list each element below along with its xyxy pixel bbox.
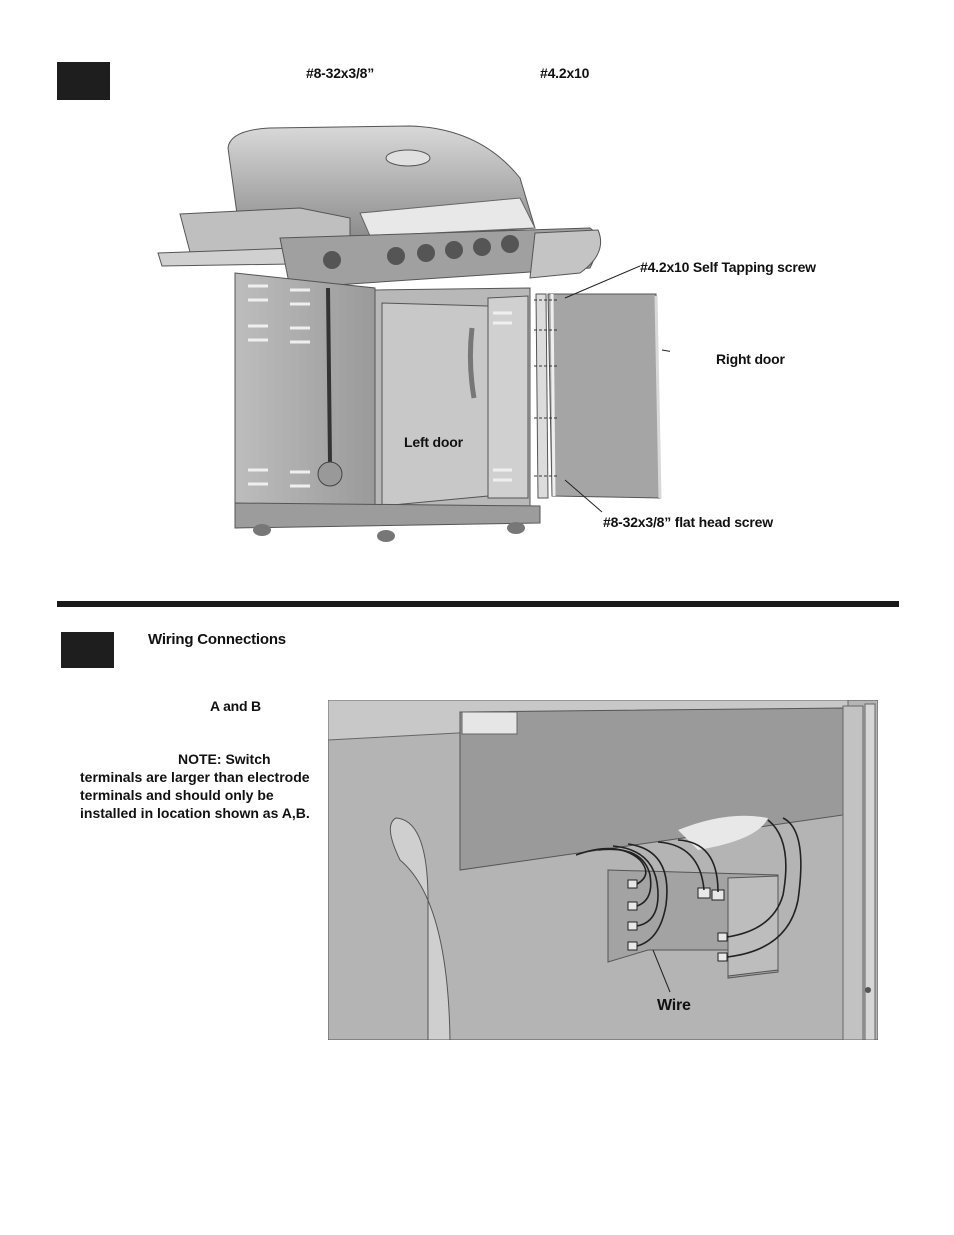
note-lead: NOTE: Switch [178,751,271,767]
label-a-and-b: A and B [210,698,261,714]
callout-flat-head-screw: #8-32x3/8” flat head screw [603,514,773,530]
step-2-title: Wiring Connections [148,631,286,648]
callout-right-door: Right door [716,351,785,367]
callout-self-tapping-screw: #4.2x10 Self Tapping screw [640,259,816,275]
hardware-label-b: #4.2x10 [540,65,590,81]
wiring-note: NOTE: Switch terminals are larger than e… [80,750,320,822]
step-2-marker [61,632,114,668]
grill-illustration [157,125,670,542]
note-rest: terminals are larger than electrode term… [80,769,310,821]
callout-wire: Wire [657,997,691,1014]
hardware-label-a: #8-32x3/8” [306,65,375,81]
section-divider [57,601,899,607]
callout-left-door: Left door [404,434,463,450]
step-1-marker [57,62,110,100]
wiring-illustration [328,700,878,1040]
